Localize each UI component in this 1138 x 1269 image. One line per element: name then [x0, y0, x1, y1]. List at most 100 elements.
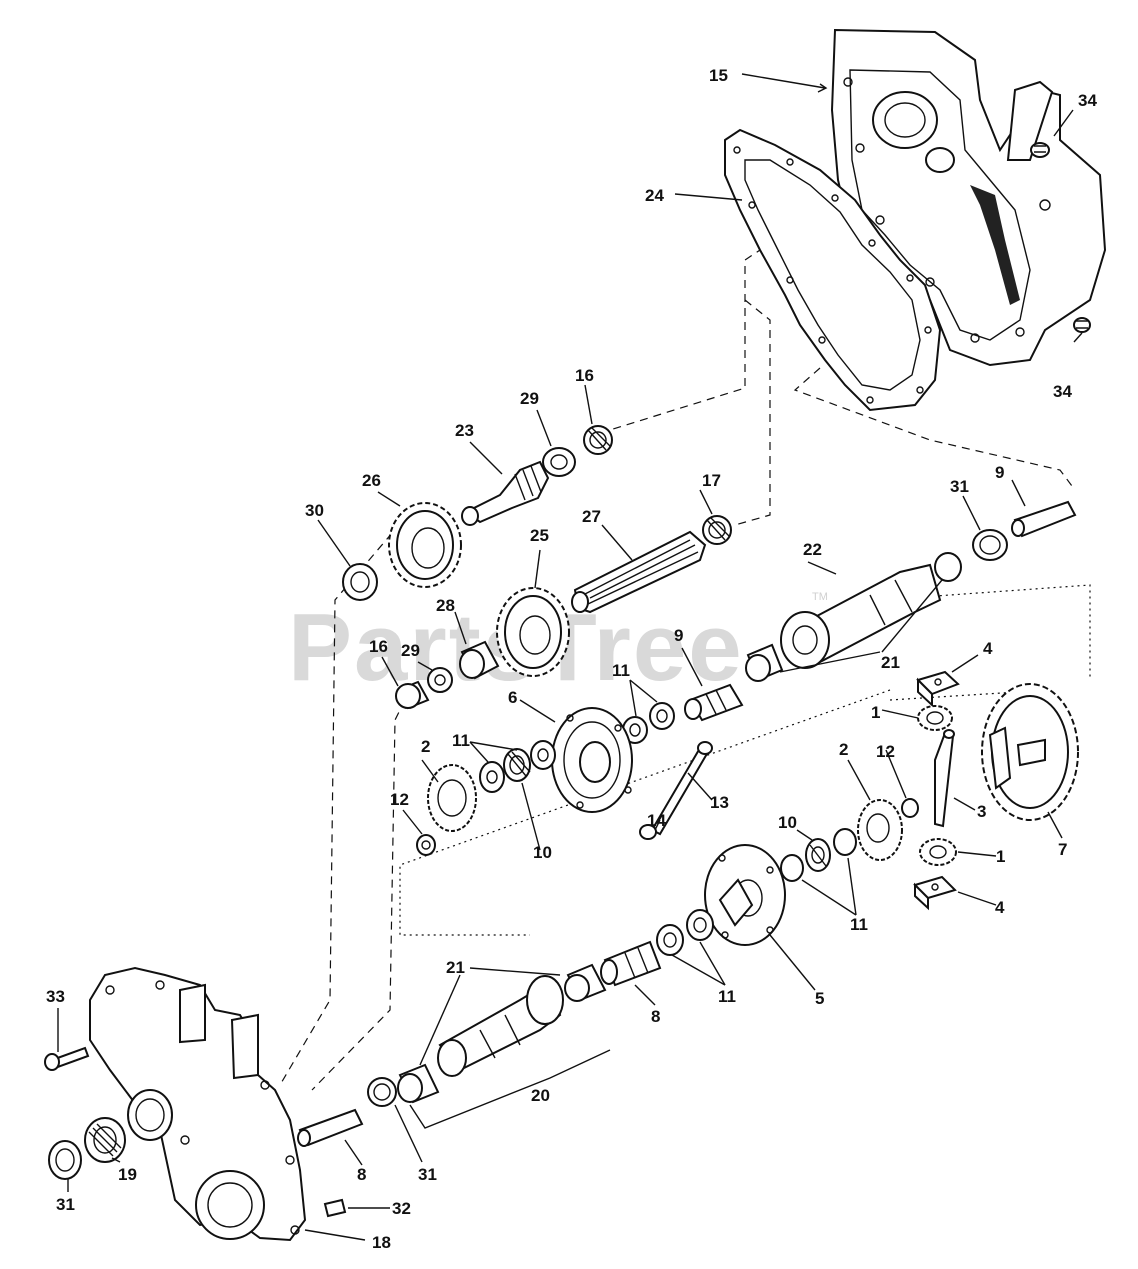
callout-11-left: 11 — [452, 731, 470, 750]
stub-shaft-9 — [684, 683, 744, 722]
block-4-upper — [916, 670, 960, 708]
callout-7: 7 — [1058, 840, 1067, 859]
pinion-shaft-23 — [461, 460, 550, 526]
callout-11-upper: 11 — [612, 661, 630, 680]
pinion-1-lower — [919, 838, 957, 866]
washer-11-mid — [530, 740, 556, 770]
callout-16-lower: 16 — [369, 637, 388, 656]
callout-11-lower: 11 — [718, 987, 736, 1006]
callout-4-lower: 4 — [995, 898, 1005, 917]
block-4-lower — [913, 875, 957, 911]
thrust-bearing-10-right — [805, 838, 831, 872]
callout-24: 24 — [645, 186, 664, 205]
ring-gear-7 — [981, 683, 1079, 821]
callout-8-upper: 8 — [651, 1007, 660, 1026]
seal-31-upper — [972, 529, 1008, 561]
transmission-case-right — [830, 28, 1107, 367]
callout-34-upper: 34 — [1078, 91, 1097, 110]
callout-8-lower: 8 — [357, 1165, 366, 1184]
callout-34-lower: 34 — [1053, 382, 1072, 401]
callout-22: 22 — [803, 540, 822, 559]
callout-4-upper: 4 — [983, 639, 993, 658]
callout-1-upper: 1 — [871, 703, 880, 722]
callout-12-left: 12 — [390, 790, 409, 809]
callout-32: 32 — [392, 1199, 411, 1218]
side-gear-2-right — [857, 799, 903, 861]
transmission-case-left — [89, 966, 307, 1242]
washer-29-upper — [542, 447, 576, 477]
callout-21-lower: 21 — [446, 958, 465, 977]
callout-labels: 15 34 24 34 16 29 23 26 17 31 9 30 27 25… — [46, 66, 1097, 1252]
callout-23: 23 — [455, 421, 474, 440]
callout-18: 18 — [372, 1233, 391, 1252]
axle-shaft-20 — [437, 975, 564, 1077]
washer-11-left — [479, 761, 505, 793]
gear-26 — [388, 502, 462, 588]
side-gear-2-left — [427, 764, 477, 832]
callout-29-lower: 29 — [401, 641, 420, 660]
bolt-13 — [650, 741, 713, 836]
pin-3 — [934, 729, 955, 828]
nut-12-left — [416, 834, 436, 856]
callout-15: 15 — [709, 66, 728, 85]
callout-17: 17 — [702, 471, 721, 490]
callout-16-upper: 16 — [575, 366, 594, 385]
drain-plug-upper — [1030, 142, 1050, 158]
washer-11-upper-b — [649, 702, 675, 730]
differential-carrier-6 — [551, 707, 633, 813]
bolt-33 — [44, 1046, 90, 1071]
splined-shaft-27 — [571, 530, 707, 614]
bearing-16-lower — [395, 680, 430, 710]
stub-shaft-8 — [600, 940, 662, 987]
bushing-28 — [459, 640, 500, 680]
case-gasket — [724, 128, 942, 412]
gear-25 — [496, 587, 570, 677]
callout-5: 5 — [815, 989, 824, 1008]
seal-31-left — [48, 1140, 82, 1180]
thrust-bearing-10-left — [503, 748, 531, 782]
bushing-21-lower-right — [564, 963, 607, 1002]
callout-27: 27 — [582, 507, 601, 526]
drain-plug-lower — [1073, 317, 1091, 333]
callout-26: 26 — [362, 471, 381, 490]
callout-19: 19 — [118, 1165, 137, 1184]
callout-31-lower: 31 — [418, 1165, 437, 1184]
callout-14: 14 — [647, 811, 666, 830]
callout-28: 28 — [436, 596, 455, 615]
bearing-16-upper — [583, 425, 613, 455]
washer-11-lower-a — [656, 924, 684, 956]
callout-9-lower: 9 — [674, 626, 683, 645]
nut-12-right — [901, 798, 919, 818]
pinion-1-upper — [917, 705, 953, 731]
callout-31-upper: 31 — [950, 477, 969, 496]
bushing-21-upper-right — [934, 552, 962, 582]
callout-10-right: 10 — [778, 813, 797, 832]
callout-10-left: 10 — [533, 843, 552, 862]
callout-31-left: 31 — [56, 1195, 75, 1214]
callout-2-right: 2 — [839, 740, 848, 759]
washer-29-lower — [427, 667, 453, 693]
callout-6: 6 — [508, 688, 517, 707]
callout-33: 33 — [46, 987, 65, 1006]
washer-11-right-a — [833, 828, 857, 856]
bushing-21-lower-left — [397, 1063, 440, 1104]
key-8-lower — [297, 1108, 364, 1147]
callout-21-upper: 21 — [881, 653, 900, 672]
callout-30: 30 — [305, 501, 324, 520]
washer-11-right-b — [780, 854, 804, 882]
callout-12-right: 12 — [876, 742, 895, 761]
key-9-upper — [1011, 500, 1077, 538]
leader-lines — [57, 73, 1083, 1241]
callout-9-upper: 9 — [995, 463, 1004, 482]
callout-13: 13 — [710, 793, 729, 812]
bearing-17 — [702, 515, 732, 545]
seal-31-lower — [367, 1077, 397, 1107]
callout-25: 25 — [530, 526, 549, 545]
bushing-21-upper-left — [745, 643, 784, 682]
callout-20: 20 — [531, 1086, 550, 1105]
callout-29-upper: 29 — [520, 389, 539, 408]
washer-11-lower-b — [686, 909, 714, 941]
callout-2-left: 2 — [421, 737, 430, 756]
washer-30 — [342, 563, 378, 601]
